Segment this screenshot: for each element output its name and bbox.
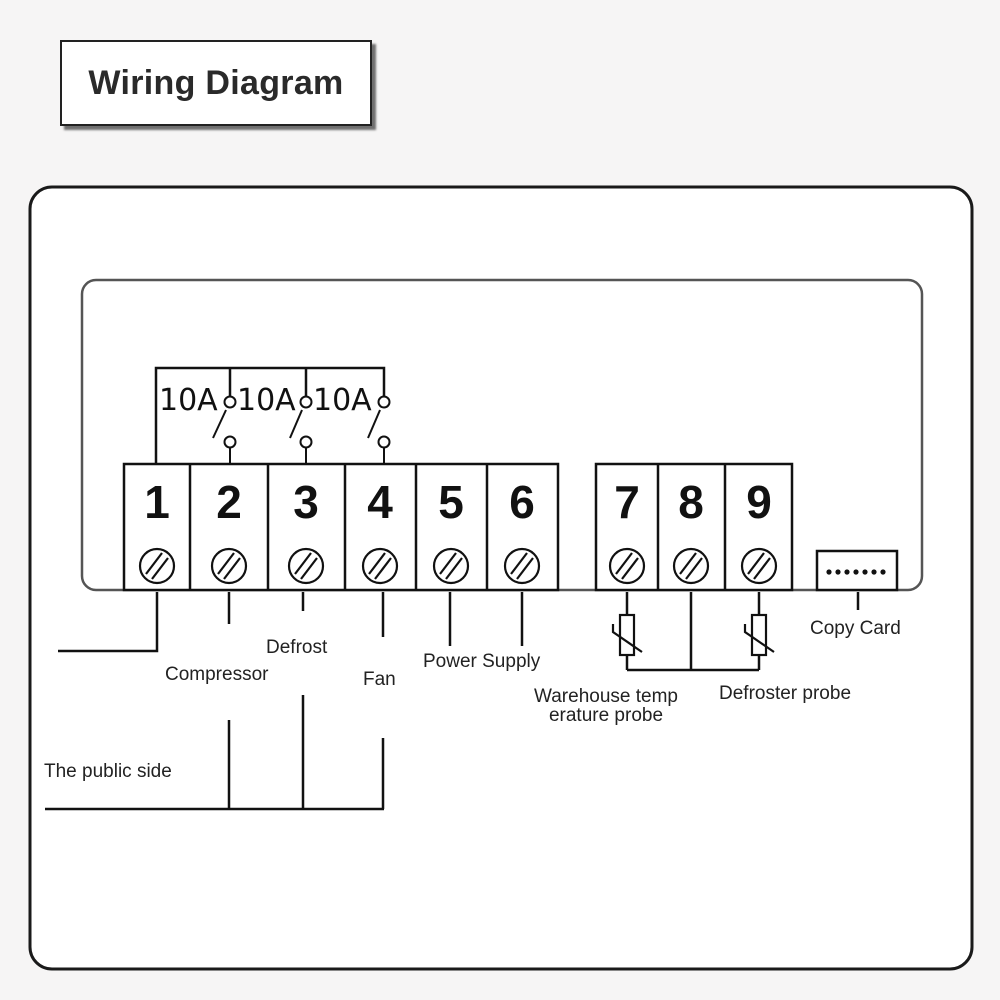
- copy-card-port: [815, 549, 899, 610]
- terminal-number-8: 8: [678, 476, 704, 528]
- screw-icon: [503, 547, 541, 585]
- terminal-number-4: 4: [367, 476, 393, 528]
- terminal-number-6: 6: [509, 476, 535, 528]
- thermistor-icon: [743, 613, 775, 657]
- relay-bus: [154, 366, 386, 464]
- terminal-number-3: 3: [293, 476, 319, 528]
- external-wiring: [45, 592, 761, 811]
- screw-icon: [210, 547, 248, 585]
- copy-card-label: Copy Card: [810, 618, 901, 639]
- terminal-number-9: 9: [746, 476, 772, 528]
- screw-icon: [287, 547, 325, 585]
- public-side-label: The public side: [44, 761, 172, 782]
- terminal-number-7: 7: [614, 476, 640, 528]
- relay-rating-2: 10A: [237, 383, 296, 418]
- title-box: Wiring Diagram: [60, 40, 372, 126]
- screw-icon: [672, 547, 710, 585]
- relay-rating-1: 10A: [159, 383, 218, 418]
- thermistor-icon: [611, 613, 643, 657]
- fan-label: Fan: [363, 669, 396, 690]
- terminal-block-left: [122, 462, 560, 592]
- terminal-number-5: 5: [438, 476, 464, 528]
- defroster-probe-label: Defroster probe: [719, 683, 851, 704]
- screw-icon: [138, 547, 176, 585]
- warehouse-probe-label-line2: erature probe: [549, 705, 663, 726]
- screw-icon: [608, 547, 646, 585]
- diagram-title: Wiring Diagram: [88, 63, 344, 102]
- compressor-label: Compressor: [165, 664, 269, 685]
- relay-rating-3: 10A: [313, 383, 372, 418]
- screw-icon: [740, 547, 778, 585]
- defrost-label: Defrost: [266, 637, 328, 658]
- power-supply-label: Power Supply: [423, 651, 541, 672]
- warehouse-probe-label-line1: Warehouse temp: [534, 686, 678, 707]
- terminal-number-2: 2: [216, 476, 242, 528]
- terminal-number-1: 1: [144, 476, 170, 528]
- screw-icon: [432, 547, 470, 585]
- screw-icon: [361, 547, 399, 585]
- relay-contacts: [212, 395, 391, 464]
